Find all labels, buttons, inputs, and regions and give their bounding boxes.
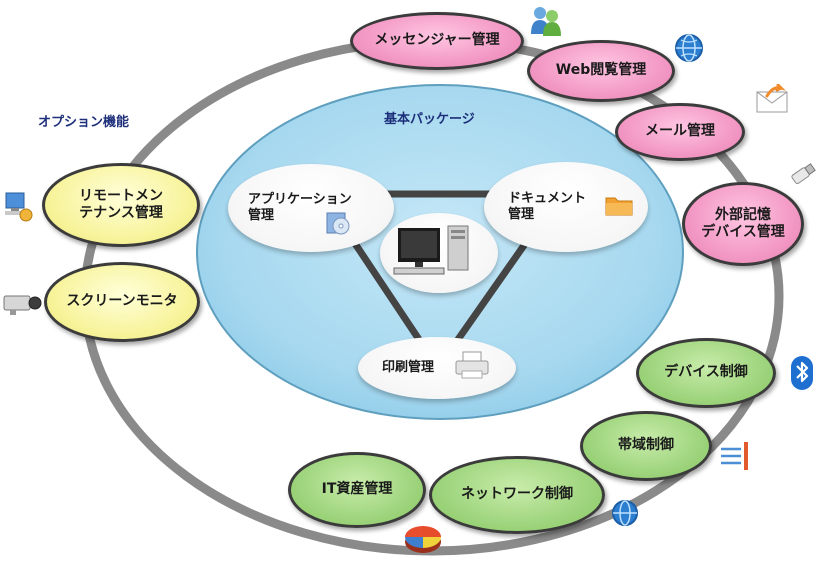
folder-icon [605, 197, 633, 216]
mail-management-item[interactable]: メール管理 [615, 103, 745, 161]
remote-pc-icon [5, 192, 33, 222]
usb-icon [791, 163, 816, 185]
messenger-icon [531, 7, 561, 36]
mail-icon [756, 84, 788, 113]
bluetooth-icon [791, 356, 813, 390]
camera-icon [3, 295, 42, 315]
globe-icon [675, 34, 703, 62]
it-asset-management-item[interactable]: IT資産管理 [288, 452, 426, 528]
options-label: オプション機能 [38, 115, 130, 130]
base-package-label: 基本パッケージ [384, 112, 475, 127]
messenger-management-item[interactable]: メッセンジャー管理 [350, 12, 524, 70]
desktop-pc-icon [393, 225, 469, 275]
app-management-item[interactable]: アプリケーション 管理 [228, 164, 394, 252]
screen-monitor-item[interactable]: スクリーンモニタ [44, 262, 200, 342]
pie-chart-icon [405, 526, 441, 553]
base-package-triangle [318, 190, 564, 372]
network-control-item[interactable]: ネットワーク制御 [429, 456, 605, 534]
web-browsing-management-item[interactable]: Web閲覧管理 [527, 40, 675, 102]
external-device-management-item[interactable]: 外部記憶 デバイス管理 [682, 182, 804, 266]
device-control-item[interactable]: デバイス制御 [636, 338, 776, 408]
printer-icon [455, 351, 489, 379]
bandwidth-control-item[interactable]: 帯域制御 [580, 411, 712, 481]
globe-icon [612, 500, 638, 526]
bandwidth-icon [721, 442, 748, 470]
cd-icon [326, 212, 350, 235]
remote-maintenance-item[interactable]: リモートメン テナンス管理 [42, 163, 200, 247]
print-management-item[interactable]: 印刷管理 [358, 337, 516, 399]
